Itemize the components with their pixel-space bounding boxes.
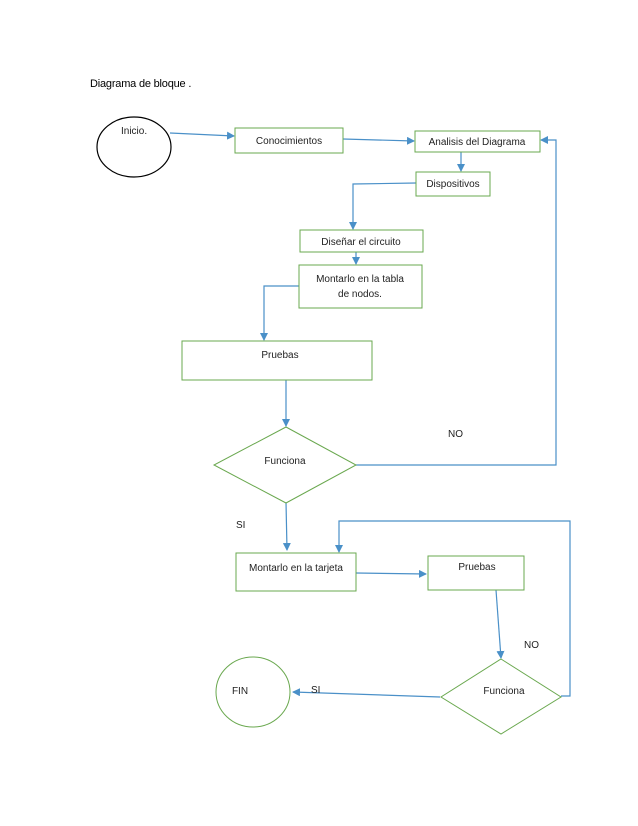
funciona-label: Funciona (264, 456, 306, 467)
edge-label-no-1: NO (448, 429, 463, 440)
funciona-decision (212, 426, 358, 504)
montarlo-tabla-label-line2: de nodos. (338, 289, 382, 300)
conocimientos-label: Conocimientos (256, 136, 322, 147)
edge-montarlo-pruebas (260, 285, 299, 341)
edge-label-si-2: SI (311, 685, 320, 696)
pruebas2-box (427, 555, 525, 591)
pruebas-box (181, 340, 373, 381)
montarlo-tarjeta-box (235, 552, 357, 592)
pruebas2-label: Pruebas (458, 562, 495, 573)
page-title: Diagrama de bloque . (90, 78, 192, 90)
edge-conocimientos-analisis (342, 136, 415, 145)
disenar-label: Diseñar el circuito (321, 237, 401, 248)
pruebas-label: Pruebas (261, 350, 298, 361)
analisis-box (414, 130, 541, 153)
edge-label-no-2: NO (524, 640, 539, 651)
start-node-label: Inicio. (121, 126, 147, 137)
start-node (96, 116, 172, 178)
end-node (215, 656, 291, 728)
edge-funciona2-no-loop (335, 520, 571, 697)
edge-inicio-conocimientos (169, 131, 235, 140)
edge-pruebas2-funciona2 (495, 589, 505, 659)
conocimientos-box (234, 127, 344, 154)
edge-funciona-si-tarjeta (282, 501, 291, 551)
end-node-label: FIN (232, 686, 248, 697)
disenar-box (299, 229, 424, 253)
edge-dispositivos-disenar (349, 182, 417, 230)
dispositivos-label: Dispositivos (426, 179, 479, 190)
funciona2-decision (440, 658, 562, 735)
edge-funciona2-fin (292, 688, 441, 698)
edge-tarjeta-pruebas2 (355, 569, 427, 578)
dispositivos-box (415, 171, 491, 197)
edge-funciona-no-loop (356, 136, 557, 466)
funciona2-label: Funciona (483, 686, 525, 697)
edge-label-si-1: SI (236, 520, 245, 531)
montarlo-tarjeta-label: Montarlo en la tarjeta (249, 563, 343, 574)
montarlo-tabla-box (298, 264, 423, 309)
montarlo-tabla-label-line1: Montarlo en la tabla (316, 274, 404, 285)
analisis-label: Analisis del Diagrama (429, 137, 526, 148)
